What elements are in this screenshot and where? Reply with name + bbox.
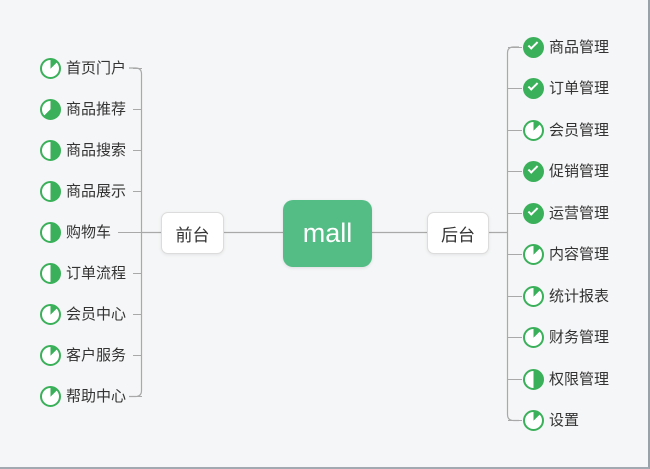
- connector-stub: [133, 149, 142, 151]
- mindmap-item-label: 订单管理: [549, 80, 610, 97]
- connector-stub: [133, 395, 142, 397]
- mindmap-item-label: 统计报表: [549, 287, 610, 305]
- mindmap-item-label: 运营管理: [549, 204, 610, 222]
- mindmap-item[interactable]: 财务管理: [508, 317, 644, 359]
- mindmap-item[interactable]: 订单流程: [40, 253, 142, 294]
- mindmap-item[interactable]: 会员中心: [40, 294, 142, 335]
- task-progress-pie-icon: [523, 327, 544, 348]
- mindmap-item-label: 会员中心: [66, 305, 127, 323]
- connector-stub: [133, 313, 142, 315]
- connector-stub: [133, 67, 142, 69]
- task-progress-pie-icon: [523, 285, 544, 307]
- mindmap-item[interactable]: 商品推荐: [40, 89, 142, 130]
- mindmap-item-label: 购物车: [66, 223, 112, 241]
- connector-stub: [508, 46, 522, 48]
- task-progress-pie-icon: [40, 57, 61, 79]
- front-desk-items: 首页门户 商品推荐 商品搜索 商品展示 购物车 订单流程 会员中心: [40, 48, 142, 417]
- mindmap-item-label: 商品推荐: [66, 100, 127, 118]
- connector-stub: [508, 420, 522, 421]
- connector-stub: [118, 231, 142, 233]
- task-progress-pie-icon: [40, 221, 61, 243]
- task-progress-pie-icon: [40, 303, 61, 325]
- mindmap-item[interactable]: 会员管理: [508, 109, 644, 151]
- task-progress-pie-icon: [523, 368, 544, 390]
- connector-stub: [508, 212, 522, 214]
- task-done-check-icon: [523, 202, 544, 224]
- root-label: mall: [302, 218, 353, 248]
- connector-stub: [508, 171, 522, 172]
- connector-stub: [508, 254, 522, 255]
- root-node[interactable]: mall: [283, 200, 372, 267]
- mindmap-item-label: 商品展示: [66, 182, 127, 200]
- task-progress-pie-icon: [40, 385, 61, 407]
- front-desk-label: 前台: [175, 225, 210, 245]
- mindmap-item[interactable]: 购物车: [40, 212, 142, 253]
- task-progress-pie-icon: [40, 344, 61, 366]
- task-progress-pie-icon: [523, 244, 544, 265]
- connector-stub: [133, 108, 142, 110]
- mindmap-item[interactable]: 帮助中心: [40, 376, 142, 417]
- mindmap-item[interactable]: 权限管理: [508, 358, 644, 400]
- mindmap-item[interactable]: 商品搜索: [40, 130, 142, 171]
- mindmap-item[interactable]: 订单管理: [508, 68, 644, 110]
- task-done-check-icon: [523, 161, 544, 182]
- mindmap-item-label: 促销管理: [549, 163, 610, 180]
- task-progress-pie-icon: [40, 139, 61, 161]
- connector-stub: [133, 272, 142, 274]
- mindmap-item-label: 订单流程: [66, 264, 127, 282]
- mindmap-item-label: 帮助中心: [66, 387, 127, 405]
- mindmap-item-label: 客户服务: [66, 346, 127, 364]
- mindmap-item[interactable]: 运营管理: [508, 192, 644, 234]
- connector-stub: [508, 378, 522, 380]
- connector-stub: [133, 354, 142, 356]
- mindmap-item-label: 首页门户: [66, 59, 127, 77]
- mindmap-item[interactable]: 客户服务: [40, 335, 142, 376]
- back-desk-items: 商品管理 订单管理 会员管理 促销管理 运营管理 内容管理 统计报表: [508, 26, 644, 441]
- mindmap-item-label: 会员管理: [549, 121, 610, 139]
- mindmap-item[interactable]: 统计报表: [508, 275, 644, 317]
- mindmap-item-label: 设置: [549, 412, 580, 429]
- connector-stub: [508, 129, 522, 131]
- mindmap-item[interactable]: 商品管理: [508, 26, 644, 68]
- connector-stub: [508, 295, 522, 297]
- task-done-check-icon: [523, 36, 544, 58]
- task-progress-pie-icon: [523, 410, 544, 431]
- mindmap-item-label: 财务管理: [549, 329, 610, 346]
- mindmap-item[interactable]: 商品展示: [40, 171, 142, 212]
- mindmap-item-label: 内容管理: [549, 246, 610, 263]
- mindmap-item[interactable]: 设置: [508, 400, 644, 442]
- connector-stub: [508, 88, 522, 89]
- task-progress-pie-icon: [40, 262, 61, 284]
- front-desk-node[interactable]: 前台: [161, 212, 224, 254]
- mindmap-item[interactable]: 首页门户: [40, 48, 142, 89]
- mindmap-item[interactable]: 内容管理: [508, 234, 644, 276]
- back-desk-node[interactable]: 后台: [427, 212, 489, 254]
- mindmap-item-label: 权限管理: [549, 370, 610, 388]
- back-desk-label: 后台: [441, 225, 475, 245]
- mindmap-item-label: 商品搜索: [66, 141, 127, 159]
- connector-stub: [133, 190, 142, 192]
- task-progress-pie-icon: [40, 180, 61, 202]
- mindmap-item[interactable]: 促销管理: [508, 151, 644, 193]
- mindmap-item-label: 商品管理: [549, 38, 610, 56]
- task-progress-pie-icon: [40, 98, 61, 120]
- task-done-check-icon: [523, 78, 544, 99]
- task-progress-pie-icon: [523, 119, 544, 141]
- connector-stub: [508, 337, 522, 338]
